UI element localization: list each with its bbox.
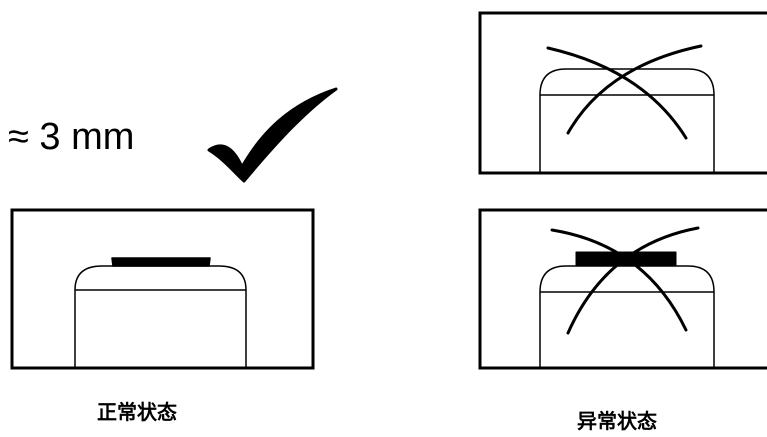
abnormal-top-cross-stroke-2 bbox=[566, 44, 703, 135]
normal-seal-pad bbox=[111, 257, 211, 267]
dimension-label: ≈ 3 mm bbox=[8, 116, 135, 158]
abnormal-bottom-cross-stroke-1 bbox=[550, 228, 688, 332]
abnormal-frame-top bbox=[478, 11, 767, 175]
abnormal-bottom-container-body bbox=[539, 265, 715, 368]
normal-container-body bbox=[74, 265, 247, 368]
normal-frame bbox=[10, 208, 315, 370]
abnormal-top-container-body bbox=[539, 68, 715, 173]
checkmark-icon bbox=[207, 87, 338, 183]
normal-state-panel bbox=[10, 208, 315, 370]
normal-state-caption: 正常状态 bbox=[97, 400, 177, 424]
abnormal-state-caption: 异常状态 bbox=[577, 409, 657, 433]
abnormal-bottom-cross-stroke-2 bbox=[566, 226, 700, 335]
abnormal-top-cross-stroke-1 bbox=[546, 46, 688, 140]
abnormal-state-panel-bottom bbox=[478, 208, 767, 370]
abnormal-frame-bottom bbox=[478, 208, 767, 370]
abnormal-state-panel-top bbox=[478, 11, 767, 175]
